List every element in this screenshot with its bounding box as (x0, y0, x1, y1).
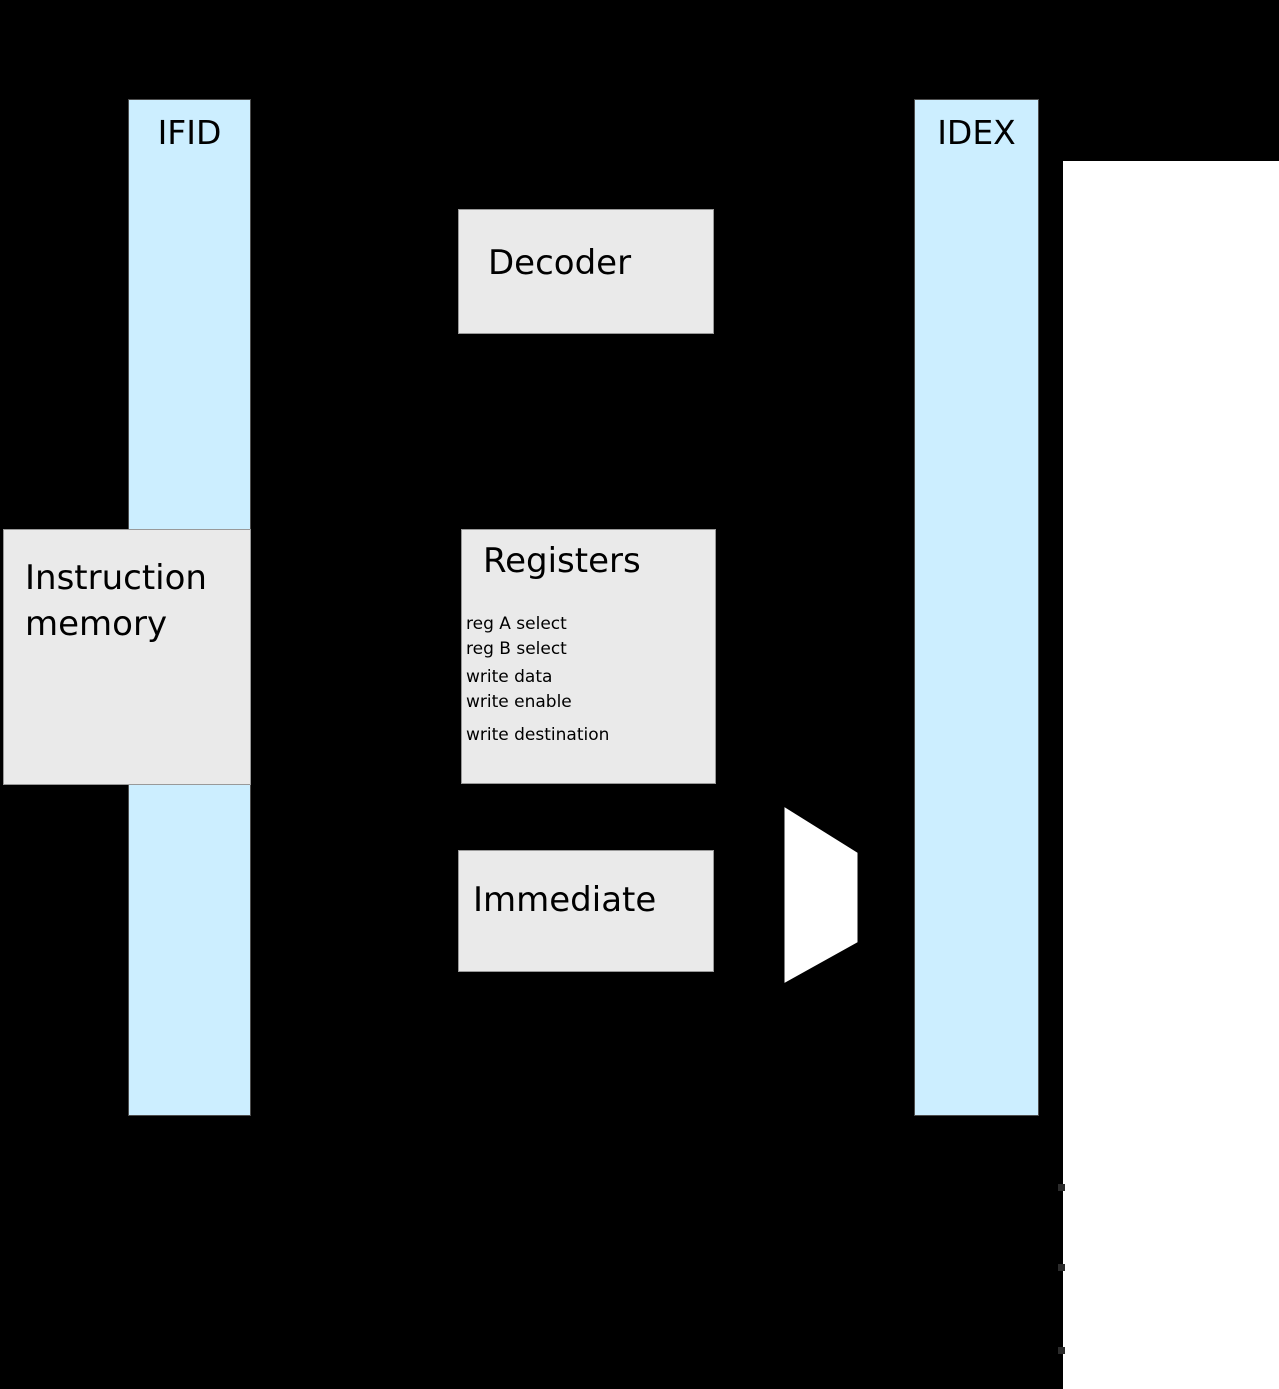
register-port-reg-b-select: reg B select (466, 639, 567, 659)
register-port-write-enable: write enable (466, 692, 572, 712)
block-decoder[interactable]: Decoder (458, 209, 714, 334)
block-instruction-memory[interactable]: Instruction memory (3, 529, 251, 785)
block-immediate-title: Immediate (473, 880, 657, 920)
register-port-reg-a-select: reg A select (466, 614, 567, 634)
block-immediate[interactable]: Immediate (458, 850, 714, 972)
panel-edge-stub-3 (1058, 1347, 1065, 1354)
block-registers-port-list: reg A select reg B select write data wri… (466, 612, 609, 748)
pipeline-register-idex-label: IDEX (937, 113, 1016, 152)
right-white-panel (1063, 161, 1279, 1389)
pipeline-register-ifid-label: IFID (157, 113, 222, 152)
block-registers-title: Registers (483, 541, 641, 581)
panel-edge-stub-1 (1058, 1184, 1065, 1191)
operand-multiplexer[interactable] (780, 800, 866, 992)
operand-multiplexer-shape (784, 807, 858, 983)
block-instruction-memory-title-line-1: Instruction (25, 558, 207, 598)
block-registers[interactable]: Registers reg A select reg B select writ… (461, 529, 716, 784)
panel-edge-stub-2 (1058, 1264, 1065, 1271)
register-port-write-destination: write destination (466, 725, 610, 745)
block-instruction-memory-title-line-2: memory (25, 604, 168, 644)
register-port-write-data: write data (466, 667, 553, 687)
block-decoder-title: Decoder (488, 243, 632, 283)
pipeline-register-idex[interactable]: IDEX (914, 99, 1039, 1116)
